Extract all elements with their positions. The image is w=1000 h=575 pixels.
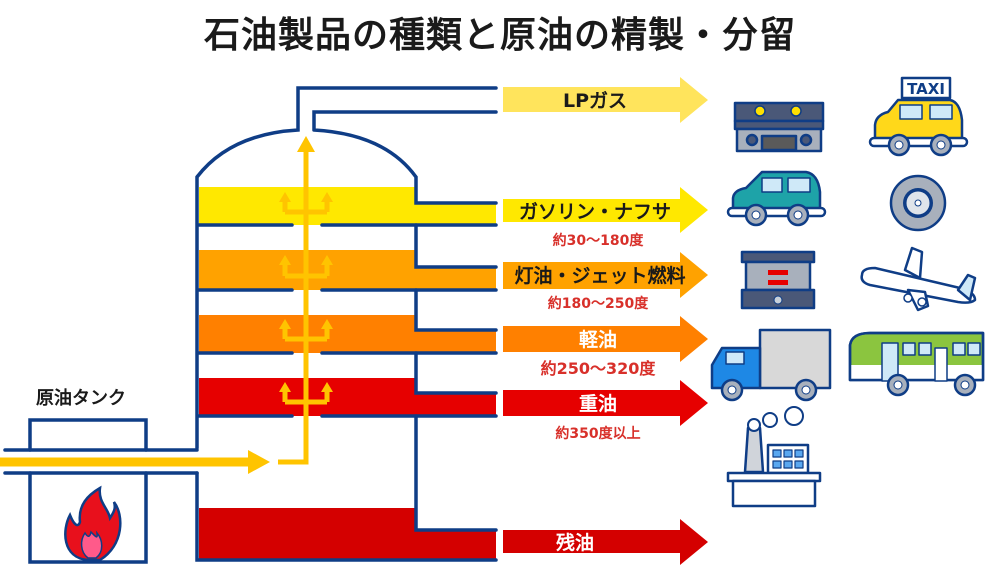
tank-top-box [28, 418, 148, 452]
arrow-lp-gas: LPガス [503, 77, 708, 123]
temp-light-oil: 約250〜320度 [541, 359, 657, 378]
arrow-kerosene-jet-fuel: 灯油・ジェット燃料 約180〜250度 [503, 252, 708, 312]
arrow-heavy-oil: 重油 約350度以上 [503, 380, 708, 442]
band-light-oil [199, 315, 496, 353]
kerosene-heater-icon [740, 250, 816, 310]
crude-tank-label: 原油タンク [36, 388, 126, 409]
temp-heavy-oil: 約350度以上 [555, 425, 640, 442]
arrow-gasoline-naphtha: ガソリン・ナフサ 約30〜180度 [503, 187, 708, 249]
taxi-icon: TAXI [868, 76, 969, 157]
use-icons: TAXI [710, 76, 985, 508]
column-outline [3, 86, 498, 564]
arrow-light-oil: 軽油 約250〜320度 [503, 316, 708, 378]
car-icon [726, 170, 827, 227]
column-left-lower [195, 471, 498, 562]
factory-icon [726, 406, 822, 508]
product-arrows: LPガス ガソリン・ナフサ 約30〜180度 灯油・ジェット燃料 約180〜25… [503, 77, 708, 565]
branch-arrows-kerosene [282, 263, 330, 279]
band-kerosene [199, 250, 496, 290]
arrow-label-lp-gas: LPガス [563, 90, 627, 112]
column-left-wall [195, 86, 498, 450]
truck-icon [710, 328, 832, 402]
arrow-label-light-oil: 軽油 [579, 329, 617, 351]
arrow-residue: 残油 [503, 519, 708, 565]
arrow-label-residue: 残油 [556, 531, 594, 554]
airplane-icon [860, 246, 977, 312]
temp-kerosene: 約180〜250度 [548, 295, 649, 312]
arrow-label-gasoline: ガソリン・ナフサ [519, 201, 671, 223]
inlet-arrowhead [248, 450, 270, 474]
page-title: 石油製品の種類と原油の精製・分留 [203, 15, 796, 56]
bus-icon [848, 331, 985, 397]
column-top-right [312, 110, 498, 205]
tank-furnace-box [28, 471, 148, 564]
tire-icon [889, 174, 947, 232]
band-residue [199, 508, 496, 560]
main-vapor-line [278, 148, 309, 465]
temp-gasoline: 約30〜180度 [553, 232, 645, 249]
band-gasoline [199, 187, 496, 225]
main-arrowhead [297, 136, 315, 152]
taxi-sign-text: TAXI [907, 80, 945, 98]
arrow-label-kerosene: 灯油・ジェット燃料 [514, 264, 685, 287]
arrow-label-heavy-oil: 重油 [579, 393, 617, 415]
column-bands [199, 187, 496, 560]
fire-icon [64, 485, 122, 562]
band-heavy-oil [199, 378, 496, 416]
vapor-arrowheads [248, 136, 333, 474]
gas-stove-icon [733, 101, 825, 153]
